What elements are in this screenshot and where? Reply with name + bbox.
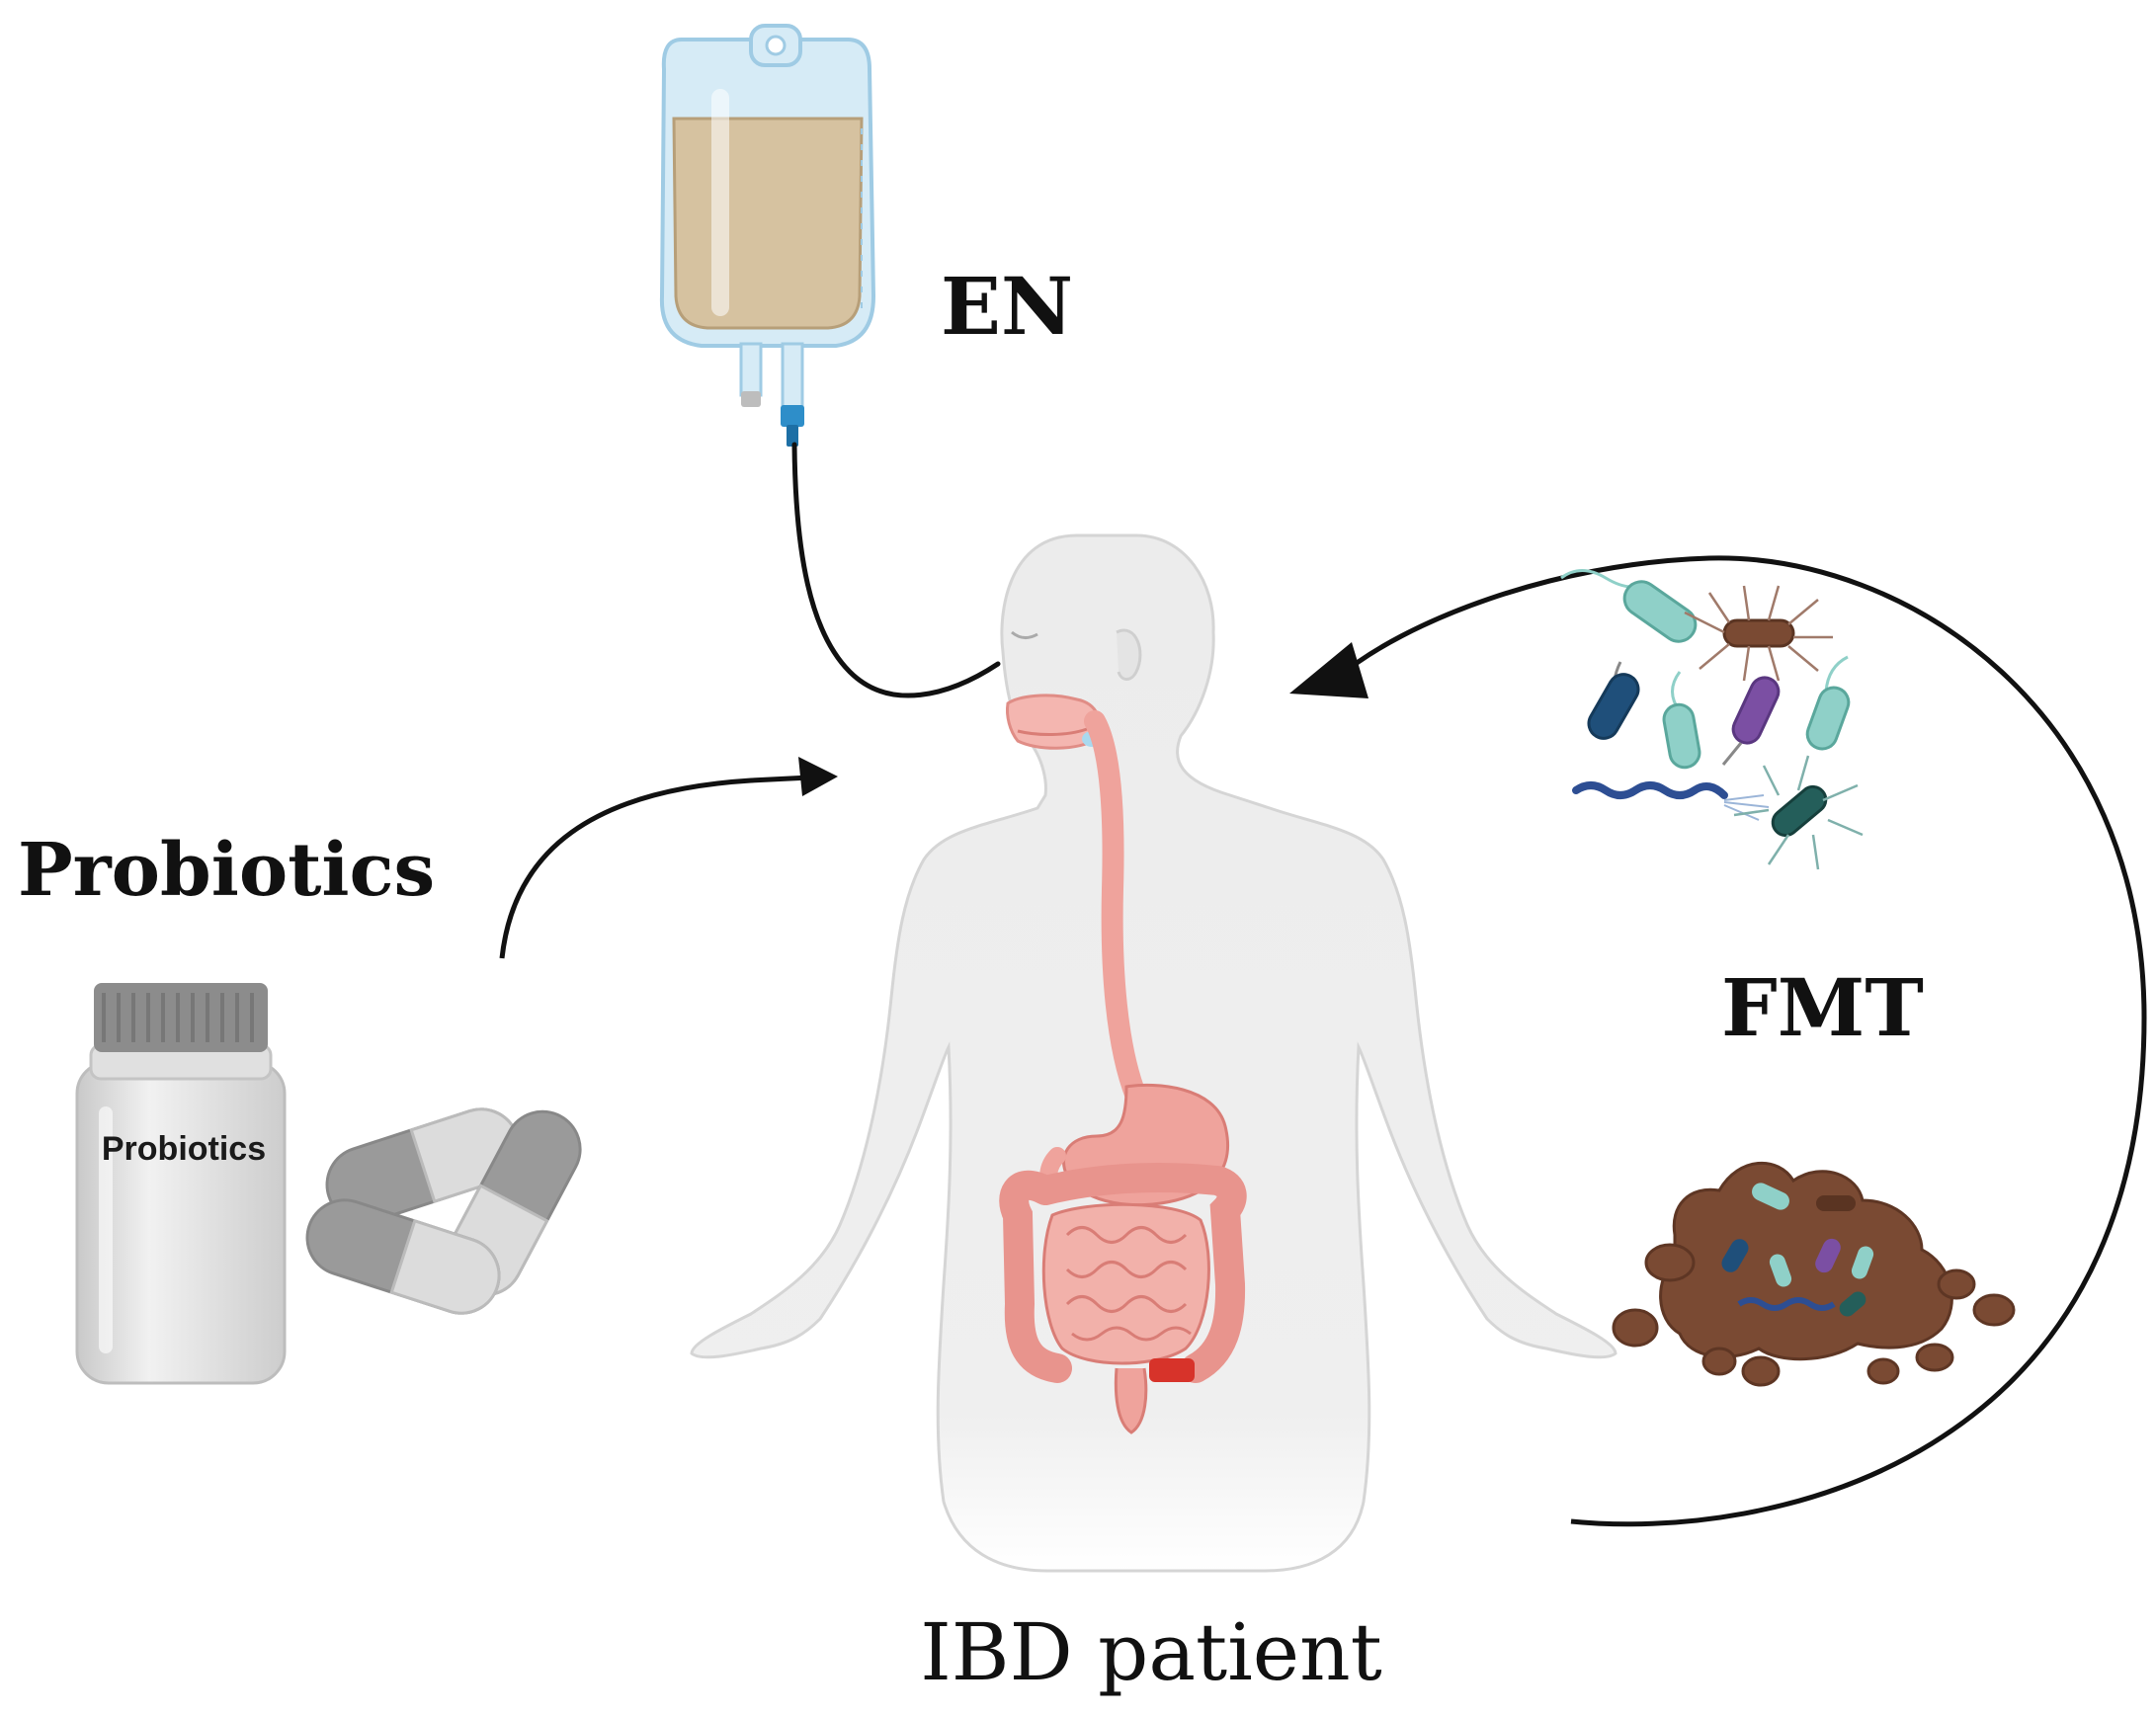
probiotics-heading: Probiotics [18,828,435,913]
bacterium-navy [1587,661,1640,740]
bacterium-purple [1721,676,1781,766]
bacterium-teal [1560,569,1698,643]
feeding-tube [791,442,1001,698]
capsule [305,1198,501,1315]
probiotics-arrowhead [798,757,838,796]
bacterium-teal-right [1805,655,1851,751]
spirochete [1572,781,1770,821]
probiotics-arrow [499,774,831,959]
bacterium-brown [1684,585,1833,682]
fmt-label: FMT [1721,961,1924,1054]
bacteria-and-stool-icon [1560,569,2016,1387]
bacterium-dark-teal [1733,755,1864,870]
patient-label: IBD patient [920,1606,1382,1698]
fmt-arrowhead [1289,642,1368,698]
pill-bottle-and-capsules-icon: Probiotics [75,983,582,1385]
fmt-arrow [1337,555,2147,1527]
en-label: EN [941,260,1073,353]
bottle-label: Probiotics [102,1130,266,1168]
iv-feeding-bag-icon [659,24,876,447]
bacterium-teal-small [1662,671,1701,770]
human-body-with-gi-tract-icon [690,533,1617,1573]
